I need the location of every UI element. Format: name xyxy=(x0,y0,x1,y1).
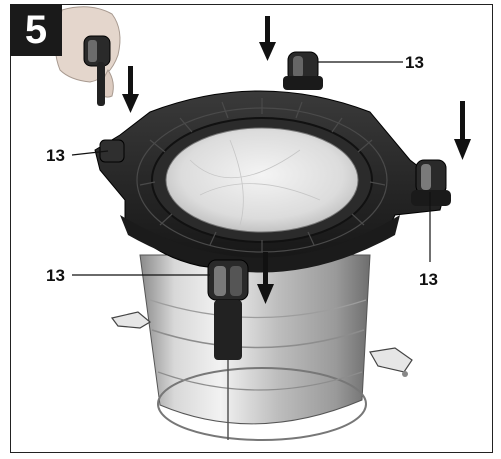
callout-label-bottom-left: 13 xyxy=(46,266,65,285)
steel-container xyxy=(139,254,371,441)
hand-holding-caster xyxy=(54,6,121,106)
step-number-badge: 5 xyxy=(10,4,62,56)
callout-label-top-right: 13 xyxy=(405,53,424,72)
caster-wheel-right[interactable] xyxy=(411,159,451,206)
arrow-down-icon xyxy=(122,66,139,113)
right-latch-clip xyxy=(369,347,413,377)
filter-cartridge xyxy=(165,127,359,233)
callout-lines xyxy=(71,61,431,276)
caster-mount-left xyxy=(99,139,125,163)
left-latch-clip xyxy=(110,311,152,329)
filter-texture xyxy=(189,139,321,226)
downward-arrows xyxy=(122,16,471,304)
arrow-down-icon xyxy=(259,16,276,61)
callout-label-left: 13 xyxy=(46,146,65,165)
arrow-down-icon xyxy=(257,252,274,304)
caster-wheel-top[interactable] xyxy=(283,51,323,90)
arrow-down-icon xyxy=(454,101,471,160)
caster-wheel-bottom[interactable] xyxy=(207,259,249,440)
callout-label-right: 13 xyxy=(419,270,438,289)
